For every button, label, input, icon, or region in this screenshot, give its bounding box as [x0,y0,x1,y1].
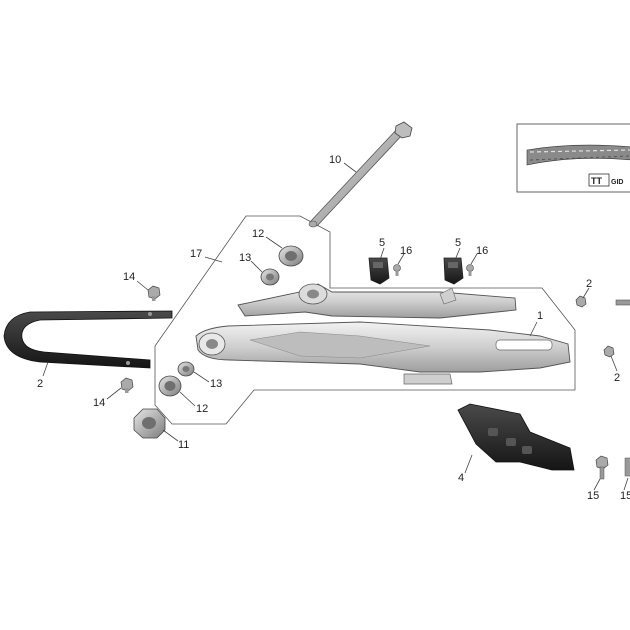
bearing-upper-icon [278,245,304,267]
callout-13-lower: 13 [210,378,222,390]
callout-16-left: 16 [400,245,412,257]
callout-10: 10 [329,154,341,166]
chain-icon [526,144,630,166]
callout-11: 11 [178,439,189,451]
callout-5-right: 5 [455,237,461,249]
swingarm-back-arm-icon [237,283,517,319]
bolt-15-right-icon [624,457,630,477]
callout-14-lower: 14 [93,397,105,409]
bushing-lower-icon [177,361,195,377]
screw-left-icon [393,264,401,276]
chain-code-label: GID [611,179,623,186]
swingarm-main-icon [195,287,571,385]
callout-15-right: 15 [620,490,630,502]
bolt-15-left-icon [595,455,609,480]
chain-brand-label: TT [591,176,602,186]
screw-right-icon [466,264,474,276]
callout-2-lower-right: 2 [614,372,620,384]
callout-15-left: 15 [587,490,599,502]
callout-12-upper: 12 [252,228,264,240]
callout-5-left: 5 [379,237,385,249]
pivot-nut-icon [133,408,166,439]
chain-brand-box [588,173,610,187]
bushing-upper-icon [260,268,280,286]
bearing-lower-icon [158,375,182,397]
chain-inset: TT GID [516,123,630,193]
callout-1: 1 [537,310,543,322]
callout-4: 4 [458,472,464,484]
callout-17: 17 [190,248,202,260]
leader-lines [42,162,629,491]
chain-guide-icon [457,403,575,471]
chain-slider-icon [3,310,173,369]
callout-2-upper-right: 2 [586,278,592,290]
screw-2-lower-right-icon [603,345,615,358]
screw-2-upper-right-icon [575,295,587,308]
screw-14-upper-icon [147,285,161,301]
chain-slider-clip-left-icon [368,257,390,285]
callout-2-left: 2 [37,378,43,390]
bolt-fragment-right-icon [615,299,630,306]
screw-14-lower-icon [120,377,134,393]
callout-14-upper: 14 [123,271,135,283]
callout-12-lower: 12 [196,403,208,415]
chain-slider-clip-right-icon [443,257,464,285]
callout-numbers: 10 12 13 17 5 16 5 16 14 2 14 13 12 11 1… [37,154,630,502]
assembly-17-outline [154,215,576,425]
pivot-bolt-icon [308,121,413,228]
callout-16-right: 16 [476,245,488,257]
callout-13-upper: 13 [239,252,251,264]
